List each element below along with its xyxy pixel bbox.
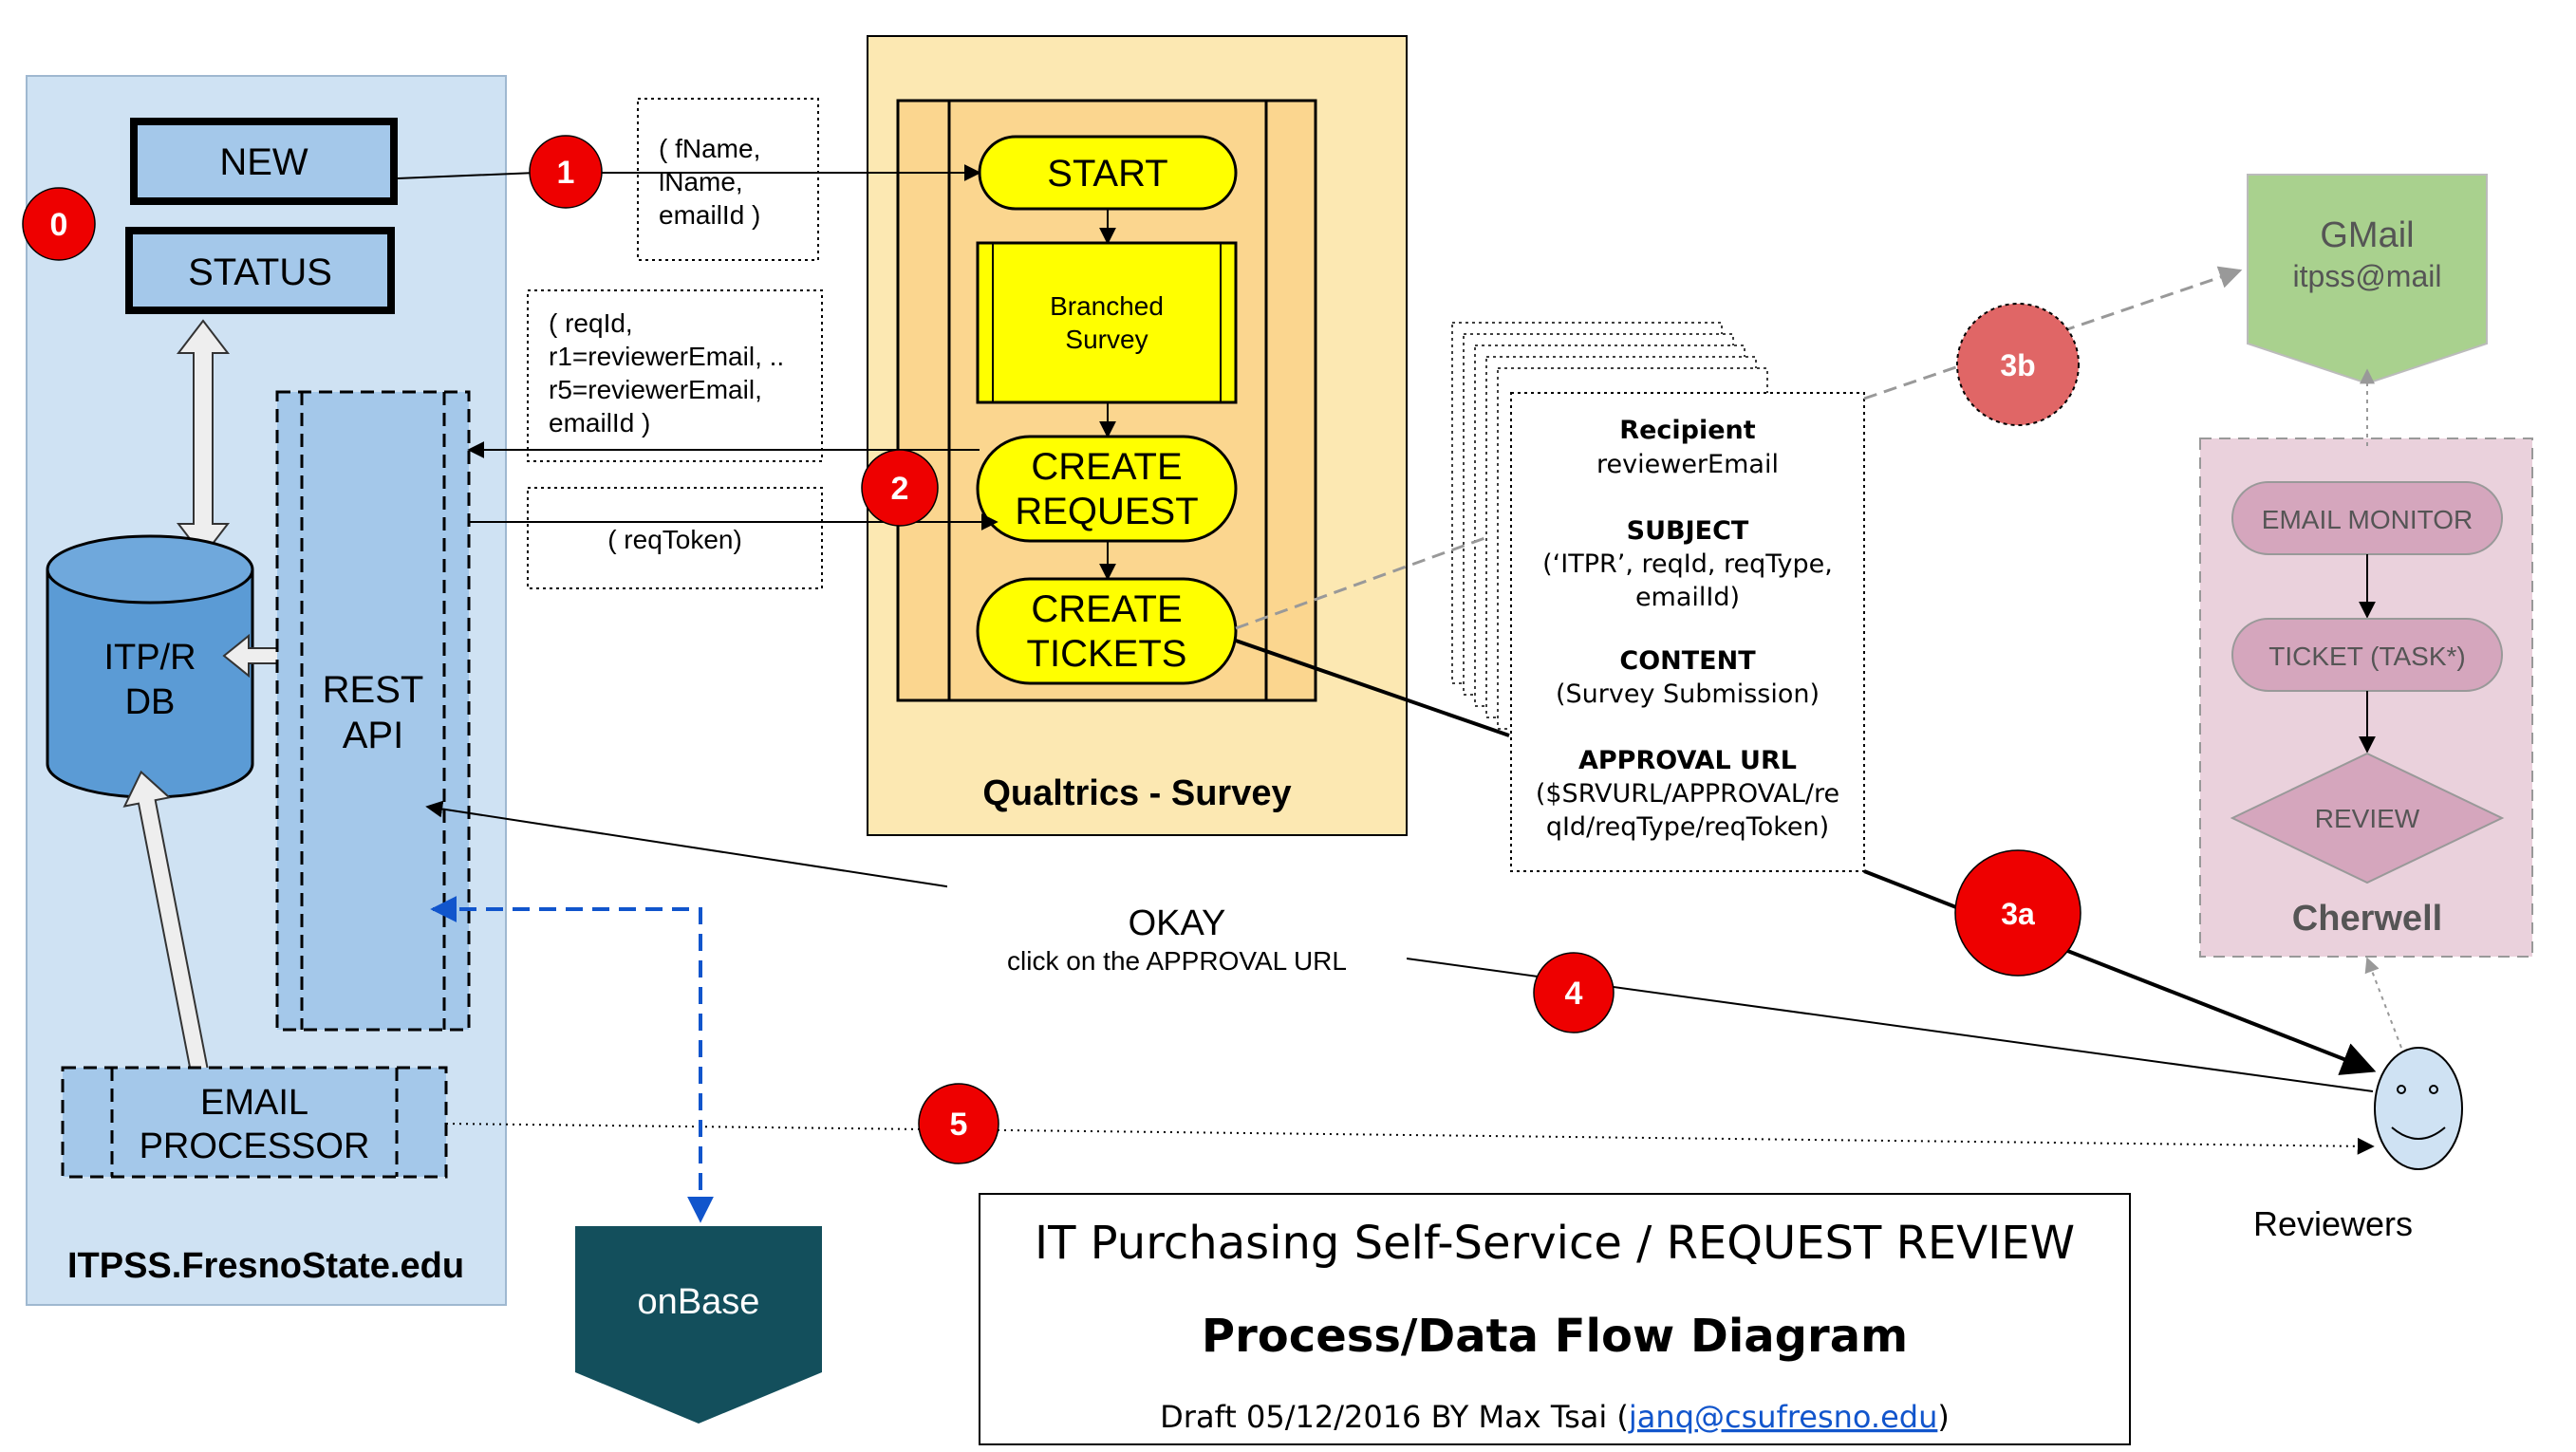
create-request-node[interactable]: CREATE REQUEST (976, 435, 1238, 543)
rest-onbase-dashed-arrow (430, 896, 714, 1223)
svg-text:4: 4 (1565, 976, 1583, 1012)
itpr-db-cylinder: ITP/R DB (46, 534, 254, 799)
email-processor-line1: EMAIL (200, 1083, 308, 1123)
create-request-line1: CREATE (1031, 446, 1182, 488)
badge-3a: 3a (1954, 849, 2081, 977)
svg-text:1: 1 (557, 155, 575, 191)
svg-text:SUBJECT: SUBJECT (1627, 516, 1749, 546)
status-label: STATUS (188, 251, 332, 293)
tickets-to-reviewers-arrow (1235, 639, 1510, 737)
badge-2: 2 (861, 449, 939, 527)
draft-credit: Draft 05/12/2016 BY Max Tsai (janq@csufr… (1160, 1399, 1950, 1435)
gmail-node[interactable]: GMail itpss@mail (2247, 174, 2488, 385)
email-processor-box[interactable]: EMAIL PROCESSOR (61, 1066, 448, 1179)
badge-1: 1 (529, 135, 603, 209)
svg-text:5: 5 (950, 1107, 968, 1143)
svg-text:(‘ITPR’, reqId, reqType,: (‘ITPR’, reqId, reqType, (1542, 549, 1833, 579)
svg-text:(Survey Submission): (Survey Submission) (1556, 679, 1820, 709)
svg-text:3a: 3a (2001, 897, 2035, 931)
svg-text:2: 2 (891, 471, 909, 507)
rest-label-line1: REST (323, 669, 424, 711)
email-processor-line2: PROCESSOR (140, 1126, 370, 1166)
title-box: IT Purchasing Self-Service / REQUEST REV… (979, 1193, 2131, 1445)
svg-text:reviewerEmail: reviewerEmail (1596, 450, 1779, 479)
diagram-title-line2: Process/Data Flow Diagram (1202, 1310, 1908, 1363)
onbase-node[interactable]: onBase (575, 1226, 822, 1424)
itpss-label: ITPSS.FresnoState.edu (67, 1246, 464, 1286)
onbase-label: onBase (638, 1282, 760, 1322)
svg-text:emailId ): emailId ) (659, 200, 760, 230)
branched-label-line1: Branched (1050, 291, 1164, 321)
new-box[interactable]: NEW (130, 118, 398, 205)
badge-4: 4 (1533, 952, 1615, 1033)
db-label-line1: ITP/R (103, 638, 196, 678)
status-box[interactable]: STATUS (125, 227, 395, 314)
reviewers-label: Reviewers (2253, 1204, 2413, 1243)
email-template-card: Recipient reviewerEmail SUBJECT (‘ITPR’,… (1510, 392, 1865, 872)
svg-text:EMAIL MONITOR: EMAIL MONITOR (2262, 505, 2473, 534)
svg-text:( reqId,: ( reqId, (549, 308, 633, 338)
author-email-link[interactable]: janq@csufresno.edu (1628, 1399, 1937, 1435)
svg-text:CONTENT: CONTENT (1619, 646, 1756, 676)
email-monitor-node[interactable]: EMAIL MONITOR (2231, 481, 2503, 555)
start-label: START (1047, 153, 1167, 195)
reviewers-to-cherwell-link (2364, 957, 2402, 1049)
svg-text:click on the APPROVAL URL: click on the APPROVAL URL (1007, 946, 1347, 976)
note-3-params: ( reqToken) (527, 487, 823, 589)
branched-survey-node[interactable]: Branched Survey (976, 241, 1238, 404)
note-2-params: ( reqId, r1=reviewerEmail, .. r5=reviewe… (527, 289, 823, 462)
gmail-line2: itpss@mail (2293, 259, 2442, 293)
okay-to-rest-arrow (425, 800, 960, 889)
svg-text:r1=reviewerEmail, ..: r1=reviewerEmail, .. (549, 342, 784, 371)
qualtrics-label: Qualtrics - Survey (982, 773, 1291, 813)
email-processor-to-reviewers-dotted (445, 1123, 2375, 1155)
svg-text:emailId): emailId) (1635, 583, 1740, 612)
create-tickets-line1: CREATE (1031, 588, 1182, 630)
diagram-title-line1: IT Purchasing Self-Service / REQUEST REV… (1035, 1217, 2075, 1270)
badge-0: 0 (22, 187, 96, 261)
svg-text:r5=reviewerEmail,: r5=reviewerEmail, (549, 375, 762, 404)
review-diamond[interactable]: REVIEW (2230, 752, 2505, 884)
branched-label-line2: Survey (1065, 325, 1148, 354)
template-to-reviewers-arrow (1863, 869, 2377, 1075)
tickets-to-template-dashed (1235, 534, 1491, 630)
okay-label-box: OKAY click on the APPROVAL URL (947, 883, 1407, 989)
badge-3b: 3b (1956, 303, 2080, 426)
svg-text:lName,: lName, (659, 167, 743, 196)
svg-text:($SRVURL/APPROVAL/re: ($SRVURL/APPROVAL/re (1536, 779, 1839, 809)
svg-text:emailId ): emailId ) (549, 408, 650, 437)
create-tickets-node[interactable]: CREATE TICKETS (976, 577, 1238, 685)
new-to-start-arrow (397, 164, 981, 181)
svg-text:TICKET (TASK*): TICKET (TASK*) (2268, 642, 2465, 671)
svg-text:( reqToken): ( reqToken) (607, 525, 742, 554)
ticket-task-node[interactable]: TICKET (TASK*) (2231, 618, 2503, 692)
svg-text:REVIEW: REVIEW (2315, 804, 2420, 833)
cherwell-label: Cherwell (2292, 899, 2442, 939)
create-request-line2: REQUEST (1015, 491, 1198, 532)
svg-text:( fName,: ( fName, (659, 134, 760, 163)
svg-text:qId/reqType/reqToken): qId/reqType/reqToken) (1546, 812, 1829, 842)
reviewers-smiley[interactable] (2374, 1047, 2463, 1170)
start-node[interactable]: START (978, 135, 1238, 211)
new-label: NEW (219, 141, 308, 183)
svg-text:0: 0 (50, 207, 68, 243)
svg-text:APPROVAL URL: APPROVAL URL (1578, 746, 1797, 775)
db-label-line2: DB (125, 682, 176, 722)
svg-text:Recipient: Recipient (1619, 416, 1755, 445)
rest-label-line2: API (343, 715, 403, 756)
badge-5: 5 (918, 1083, 999, 1164)
rest-api-box[interactable]: REST API (275, 390, 471, 1032)
create-tickets-line2: TICKETS (1027, 633, 1187, 675)
gmail-line1: GMail (2320, 215, 2414, 255)
svg-text:OKAY: OKAY (1129, 903, 1226, 943)
svg-text:3b: 3b (2000, 348, 2035, 382)
note-1-params: ( fName, lName, emailId ) (637, 98, 819, 261)
